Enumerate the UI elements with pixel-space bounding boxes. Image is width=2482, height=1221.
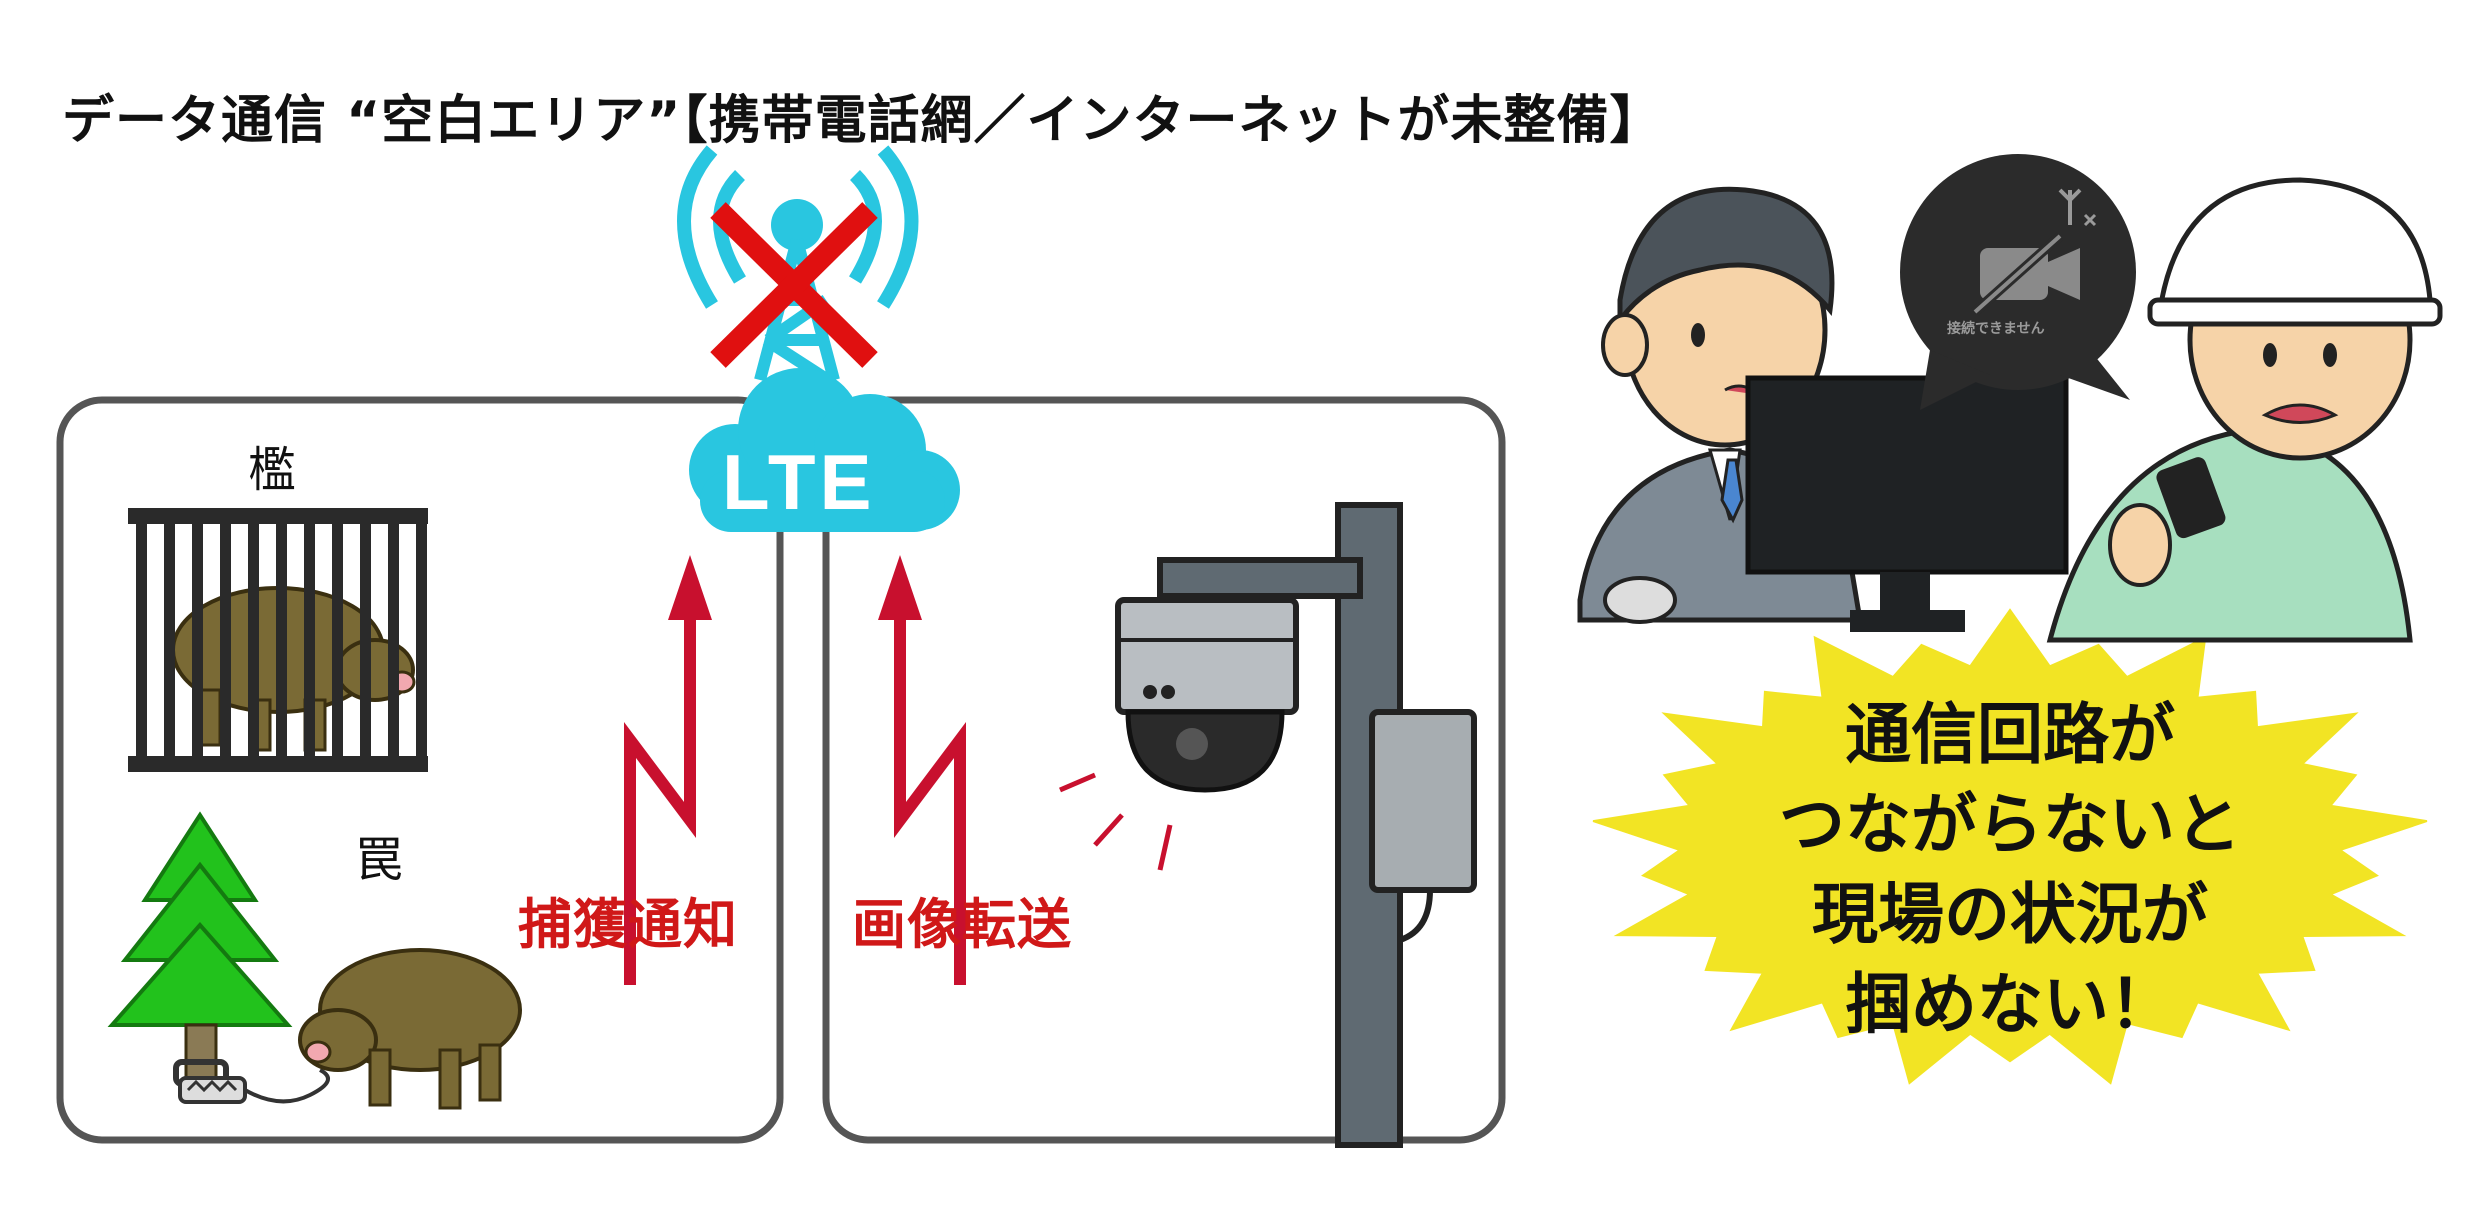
cage-bar — [164, 520, 175, 760]
burst-line-2: つながらないと — [1700, 780, 2320, 870]
cage-bar — [136, 520, 147, 760]
burst-line-3: 現場の状況が — [1700, 870, 2320, 960]
burst-line-4: 掴めない！ — [1700, 960, 2320, 1050]
cage-bar — [220, 520, 231, 760]
burst-line-1: 通信回路が — [1700, 690, 2320, 780]
lte-label: LTE — [722, 437, 876, 528]
cage-bar — [276, 520, 287, 760]
cage-bar — [248, 520, 259, 760]
trap-label: 罠 — [355, 820, 403, 890]
capture-notice-label: 捕獲通知 — [518, 880, 738, 959]
cage-bar — [360, 520, 371, 760]
cage-bar — [416, 520, 427, 760]
cage-bar — [332, 520, 343, 760]
page-title: データ通信 “空白エリア”【携帯電話網／インターネットが未整備】 — [62, 78, 1662, 153]
cage-bar — [388, 520, 399, 760]
cage-bar — [192, 520, 203, 760]
image-transfer-label: 画像転送 — [852, 880, 1072, 959]
security-camera-icon — [1118, 600, 1296, 790]
burst-message: 通信回路が つながらないと 現場の状況が 掴めない！ — [1700, 690, 2320, 1050]
cannot-connect-text: 接続できません — [1947, 318, 2045, 338]
cage-label: 檻 — [248, 430, 296, 500]
cage-bar — [304, 520, 315, 760]
